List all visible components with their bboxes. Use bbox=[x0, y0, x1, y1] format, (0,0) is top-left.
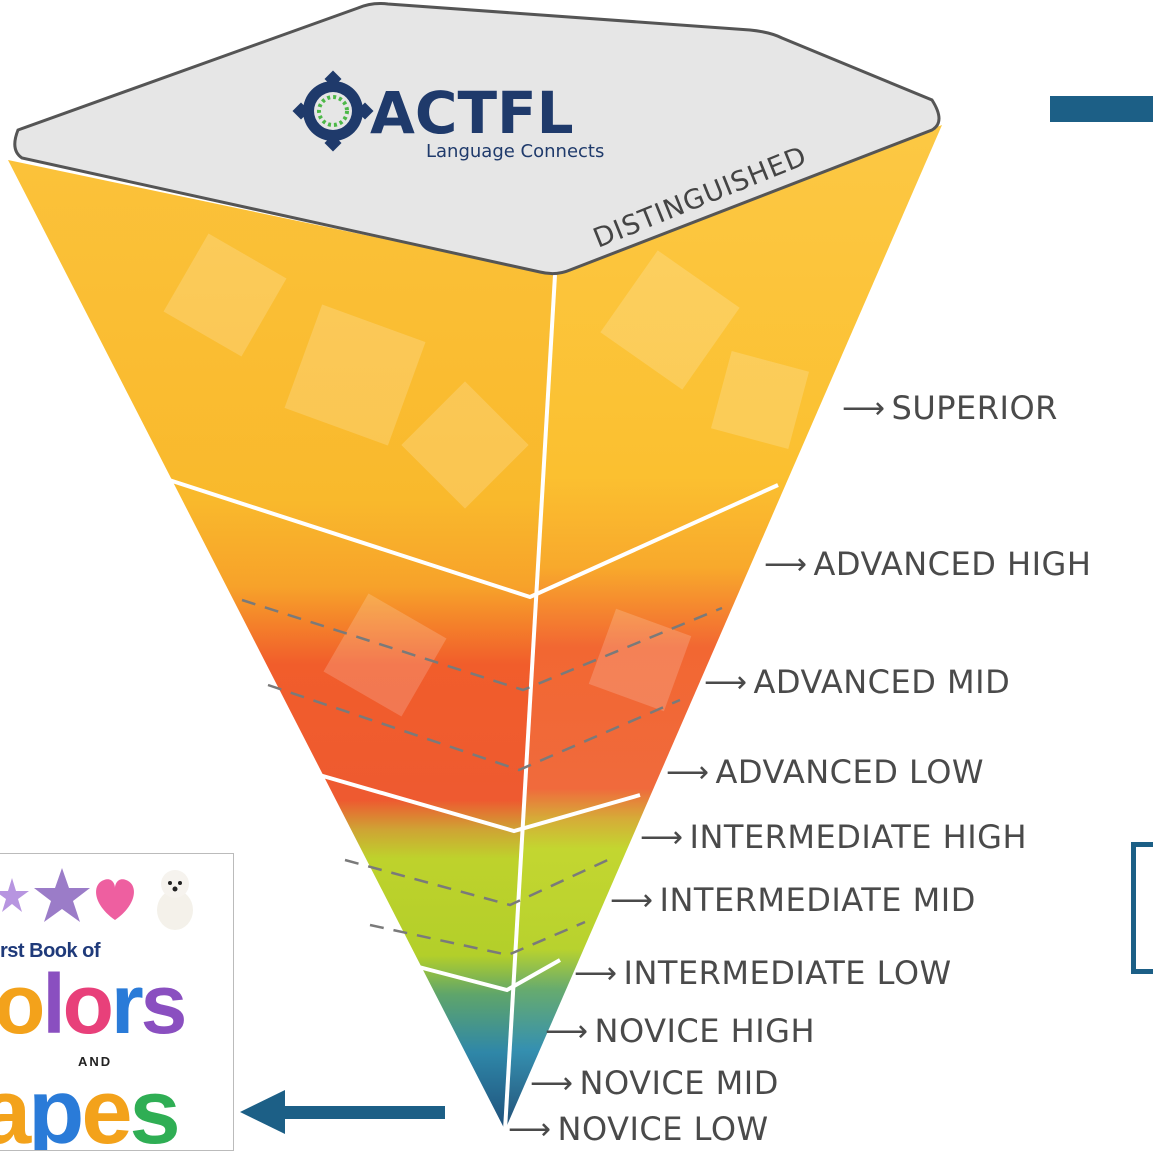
level-novice-low: ⟶NOVICE LOW bbox=[508, 1110, 769, 1148]
arrow-icon: ⟶ bbox=[610, 882, 654, 918]
level-advanced-mid: ⟶ADVANCED MID bbox=[704, 663, 1010, 701]
level-label: SUPERIOR bbox=[891, 389, 1058, 427]
level-novice-high: ⟶NOVICE HIGH bbox=[545, 1012, 815, 1050]
book-cover: rst Book of olors AND apes bbox=[0, 853, 234, 1151]
title-letter: o bbox=[62, 957, 114, 1051]
level-label: NOVICE LOW bbox=[557, 1110, 769, 1148]
level-intermediate-high: ⟶INTERMEDIATE HIGH bbox=[640, 818, 1027, 856]
title-letter: o bbox=[0, 957, 45, 1051]
level-label: INTERMEDIATE MID bbox=[659, 881, 976, 919]
pyramid-right-face bbox=[505, 125, 942, 1130]
level-intermediate-mid: ⟶INTERMEDIATE MID bbox=[610, 881, 976, 919]
arrow-icon: ⟶ bbox=[842, 390, 886, 426]
book-and: AND bbox=[78, 1054, 113, 1069]
arrow-icon: ⟶ bbox=[704, 664, 748, 700]
title-letter: a bbox=[0, 1061, 31, 1150]
level-label: NOVICE HIGH bbox=[594, 1012, 815, 1050]
book-title-colors: olors bbox=[0, 962, 187, 1046]
heart-icon bbox=[96, 879, 134, 920]
level-advanced-high: ⟶ADVANCED HIGH bbox=[764, 545, 1091, 583]
title-letter: p bbox=[28, 1061, 84, 1151]
level-label: ADVANCED MID bbox=[753, 663, 1011, 701]
logo-name: ACTFL bbox=[370, 79, 574, 147]
level-label: ADVANCED LOW bbox=[715, 753, 985, 791]
level-label: ADVANCED HIGH bbox=[813, 545, 1092, 583]
arrow-icon: ⟶ bbox=[764, 546, 808, 582]
arrow-icon: ⟶ bbox=[545, 1013, 589, 1049]
arrow-icon: ⟶ bbox=[574, 955, 618, 991]
level-label: NOVICE MID bbox=[579, 1064, 779, 1102]
decorative-frame bbox=[1131, 842, 1153, 974]
title-letter: s bbox=[129, 1061, 181, 1151]
star-icon-small bbox=[0, 878, 29, 912]
star-icon bbox=[34, 868, 90, 922]
decorative-bar bbox=[1050, 96, 1153, 122]
title-letter: l bbox=[42, 957, 65, 1051]
title-letter: r bbox=[110, 957, 144, 1051]
pyramid-left-face bbox=[8, 160, 555, 1130]
level-label: INTERMEDIATE LOW bbox=[623, 954, 952, 992]
decorative-pattern bbox=[163, 233, 809, 717]
book-icons bbox=[0, 868, 193, 930]
title-letter: s bbox=[140, 957, 188, 1051]
arrow-icon: ⟶ bbox=[530, 1065, 574, 1101]
arrow-icon: ⟶ bbox=[640, 819, 684, 855]
level-superior: ⟶SUPERIOR bbox=[842, 389, 1058, 427]
arrow-icon: ⟶ bbox=[508, 1111, 552, 1147]
sublevel-dashes bbox=[241, 598, 723, 957]
level-label: INTERMEDIATE HIGH bbox=[689, 818, 1027, 856]
pyramid-top-face bbox=[13, 2, 941, 276]
book-subtitle: rst Book of bbox=[0, 940, 101, 962]
level-advanced-low: ⟶ADVANCED LOW bbox=[666, 753, 984, 791]
book-arrow bbox=[240, 1090, 445, 1134]
arrow-icon: ⟶ bbox=[666, 754, 710, 790]
level-intermediate-low: ⟶INTERMEDIATE LOW bbox=[574, 954, 952, 992]
book-title-shapes: apes bbox=[0, 1066, 181, 1150]
title-letter: e bbox=[81, 1061, 132, 1151]
level-novice-mid: ⟶NOVICE MID bbox=[530, 1064, 779, 1102]
logo-tagline: Language Connects bbox=[426, 141, 604, 162]
dog-icon bbox=[157, 870, 193, 930]
level-separators bbox=[165, 274, 779, 1131]
